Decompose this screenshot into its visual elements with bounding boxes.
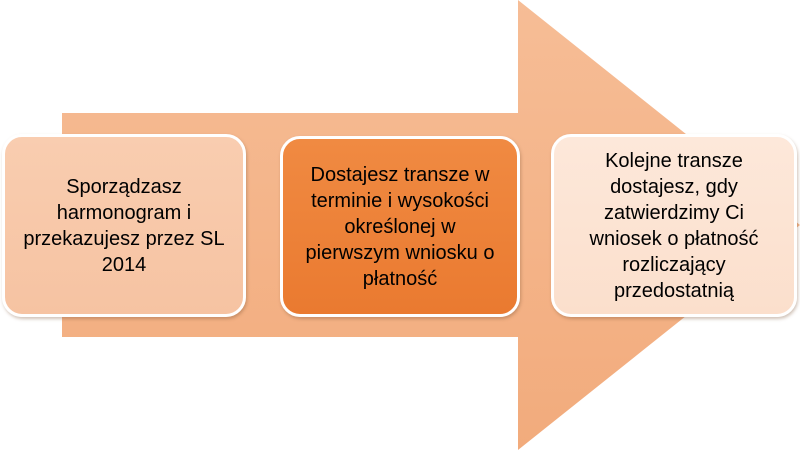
step-box-3: Kolejne transze dostajesz, gdy zatwierdz… [551,134,797,317]
step-2-text: Dostajesz transze w terminie i wysokości… [305,163,495,290]
step-3-text: Kolejne transze dostajesz, gdy zatwierdz… [589,149,759,302]
step-box-1: Sporządzasz harmonogram i przekazujesz p… [2,134,246,317]
step-1-text: Sporządzasz harmonogram i przekazujesz p… [23,175,225,276]
step-box-2: Dostajesz transze w terminie i wysokości… [280,136,520,317]
